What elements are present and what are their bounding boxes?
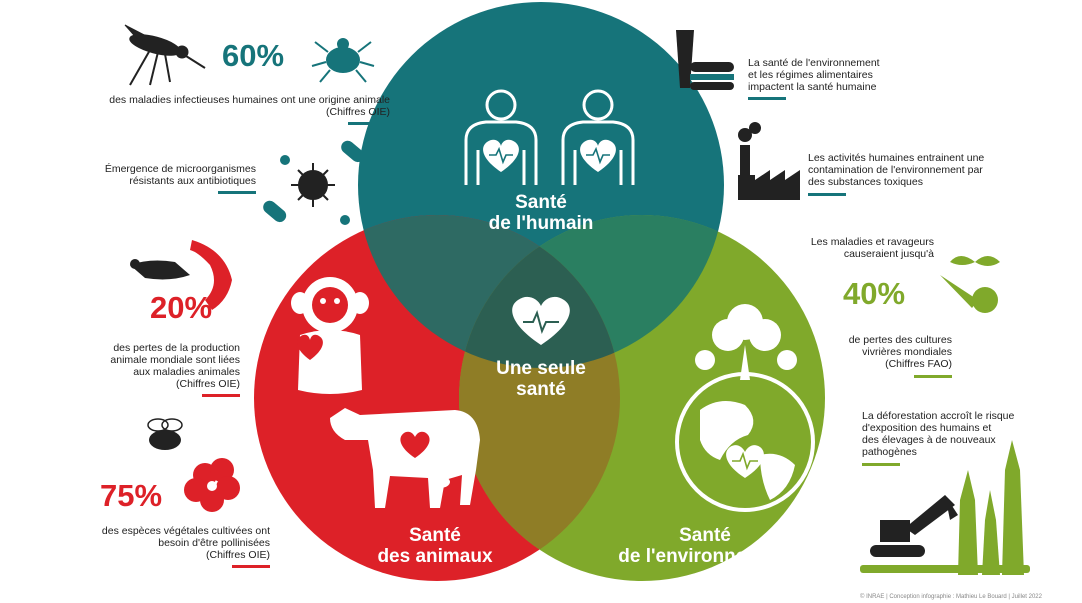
human-figures-icon: [464, 89, 635, 185]
center-label-line2: santé: [516, 379, 566, 400]
defor-line4: pathogènes: [862, 446, 917, 458]
factory-icon: [738, 122, 800, 200]
defor-line1: La déforestation accroît le risque: [862, 410, 1015, 422]
human-label-line1: Santé: [515, 192, 567, 213]
stat-20-text: des pertes de la production animale mond…: [60, 342, 240, 390]
divider: [348, 122, 386, 125]
environment-circle-label: Santé de l'environnement: [600, 525, 810, 567]
divider: [232, 565, 270, 568]
diet-line2: et les régimes alimentaires: [748, 69, 873, 81]
stat-40-line2: vivrières mondiales: [862, 346, 952, 358]
pill-icon: [263, 140, 365, 225]
heart-icon: [400, 431, 430, 458]
earth-icon: [675, 304, 815, 512]
divider: [914, 375, 952, 378]
divider: [202, 394, 240, 397]
defor-line2: d'exposition des humains et: [862, 422, 992, 434]
stat-40-pre1: Les maladies et ravageurs: [810, 236, 934, 248]
diet-line3: impactent la santé humaine: [748, 81, 877, 93]
deforested-trees-icon: [860, 440, 1030, 575]
stat-75-line2: besoin d'être pollinisées: [158, 537, 270, 549]
stat-20-line1: des pertes de la production: [113, 342, 240, 354]
diet-text: La santé de l'environnement et les régim…: [748, 57, 948, 93]
bird-icon: [130, 259, 190, 280]
tick-icon: [311, 38, 375, 83]
stat-20-percent: 20%: [150, 290, 213, 325]
human-label-line2: de l'humain: [488, 213, 594, 234]
animal-label-line1: Santé: [409, 525, 461, 546]
stat-20-line3: aux maladies animales: [133, 366, 240, 378]
industry-line3: des substances toxiques: [808, 176, 923, 188]
cow-icon: [330, 408, 480, 508]
stat-40-pre2: causeraient jusqu'à: [843, 248, 934, 260]
stat-60-source: (Chiffres OIE): [326, 106, 390, 118]
stat-60-text: des maladies infectieuses humaines ont u…: [60, 94, 390, 118]
human-circle-label: Santé de l'humain: [445, 192, 637, 234]
stat-40-intro: Les maladies et ravageurs causeraient ju…: [790, 236, 934, 260]
excavator-icon: [870, 495, 958, 557]
stat-20-line2: animale mondiale sont liées: [110, 354, 240, 366]
fish-icon: [190, 240, 232, 310]
stat-75-line1: des espèces végétales cultivées ont: [101, 525, 270, 537]
fast-food-icon: [676, 30, 734, 90]
divider: [218, 191, 256, 194]
virus-icon: [291, 163, 335, 207]
stat-40-line1: de pertes des cultures: [848, 334, 952, 346]
divider: [808, 193, 846, 196]
vegetables-icon: [940, 256, 1000, 313]
divider: [862, 463, 900, 466]
micro-line2: résistants aux antibiotiques: [129, 175, 256, 187]
divider: [748, 97, 786, 100]
deforestation-text: La déforestation accroît le risque d'exp…: [862, 410, 1062, 458]
center-label-line1: Une seule: [496, 358, 586, 379]
microorganisms-text: Émergence de microorganismes résistants …: [60, 163, 256, 187]
center-label: Une seule santé: [495, 358, 587, 400]
stat-40-text: de pertes des cultures vivrières mondial…: [800, 334, 952, 370]
animal-label-line2: des animaux: [377, 546, 493, 567]
industry-line2: contamination de l'environnement par: [808, 164, 983, 176]
center-heart-icon: [512, 296, 570, 345]
mosquito-icon: [124, 24, 206, 86]
micro-line1: Émergence de microorganismes: [104, 163, 256, 175]
credit-text: © INRAE | Conception infographie : Mathi…: [860, 594, 1042, 600]
industry-line1: Les activités humaines entrainent une: [808, 152, 985, 164]
diet-line1: La santé de l'environnement: [748, 57, 880, 69]
env-label-line1: Santé: [679, 525, 731, 546]
flower-icon: [184, 458, 240, 512]
stat-60-line1: des maladies infectieuses humaines ont u…: [109, 94, 390, 106]
stat-40-percent: 40%: [843, 276, 906, 311]
stat-75-percent: 75%: [100, 478, 163, 513]
stat-60-percent: 60%: [222, 38, 285, 73]
env-label-line2: de l'environnement: [618, 546, 792, 567]
stat-75-source: (Chiffres OIE): [206, 549, 270, 561]
bee-icon: [147, 418, 183, 450]
industry-text: Les activités humaines entrainent une co…: [808, 152, 1048, 188]
stat-20-source: (Chiffres OIE): [176, 378, 240, 390]
defor-line3: des élevages à de nouveaux: [862, 434, 996, 446]
animal-circle-label: Santé des animaux: [330, 525, 540, 567]
stat-40-source: (Chiffres FAO): [885, 358, 952, 370]
stat-75-text: des espèces végétales cultivées ont beso…: [60, 525, 270, 561]
